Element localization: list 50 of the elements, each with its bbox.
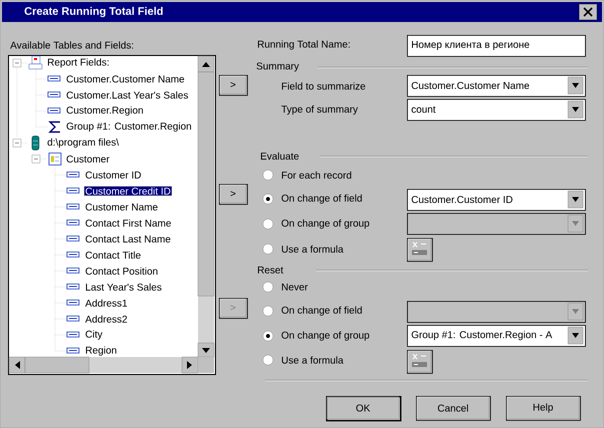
option-label: On change of field (282, 194, 362, 204)
option-label: Use a formula (282, 245, 344, 253)
option-label: Field to summarize (282, 82, 366, 90)
dropdown (407, 213, 586, 235)
dropdown (407, 301, 586, 323)
panel-heading: Available Tables and Fields: (10, 41, 134, 49)
dropdown: count (407, 99, 586, 121)
text-field: Номер клиента в регионе (407, 35, 586, 57)
tree-item: Contact First Name (86, 219, 171, 227)
option-label: Running Total Name: (258, 40, 350, 50)
tree-item: d:\program files\ (48, 138, 119, 148)
option-label: On change of field (282, 306, 362, 316)
formula-button (407, 238, 433, 262)
dropdown: Customer.Customer ID (407, 189, 586, 211)
option-label: For each record (282, 171, 352, 179)
ok-button: OK (326, 396, 402, 422)
tree-item: Customer ID (86, 171, 141, 179)
tree-item: Customer.Last Year's Sales (66, 91, 188, 99)
dropdown: Group #1: Customer.Region - A (407, 325, 586, 347)
tree-item: Customer.Customer Name (66, 75, 184, 83)
tree-item: Address1 (85, 299, 127, 307)
add-button: > (219, 298, 248, 319)
option-label: On change of group (282, 331, 370, 341)
option-label: On change of group (282, 219, 370, 229)
tree-item: Customer (66, 155, 110, 163)
add-button: > (219, 184, 248, 205)
add-button: > (219, 75, 248, 96)
dialog-button: Help (506, 396, 581, 421)
dialog-button: Cancel (416, 396, 491, 421)
tree-item: Report Fields: (48, 58, 109, 68)
option-label: Summary (256, 62, 299, 72)
tree-item: Last Year's Sales (86, 283, 162, 291)
selected-tree-item: Customer Credit ID (84, 186, 172, 196)
tree-item: Contact Last Name (86, 235, 170, 243)
option-label: Reset (258, 266, 284, 274)
tree-item: Group #1: Customer.Region (66, 122, 191, 132)
tree-item: Contact Title (86, 251, 141, 259)
option-label: Never (282, 284, 308, 290)
option-label: Evaluate (261, 152, 299, 160)
tree-item: Contact Position (86, 267, 158, 275)
tree-item: City (86, 330, 102, 340)
dropdown: Customer.Customer Name (407, 75, 586, 97)
option-label: Type of summary (281, 105, 358, 115)
formula-button (407, 350, 433, 374)
tree-item: Customer.Region (66, 106, 143, 116)
option-label: Use a formula (282, 356, 344, 364)
tree-item: Region (86, 346, 116, 356)
tree-item: Customer Name (86, 203, 158, 211)
title-bar: Create Running Total Field (2, 2, 602, 22)
tree-item: Address2 (85, 315, 127, 323)
